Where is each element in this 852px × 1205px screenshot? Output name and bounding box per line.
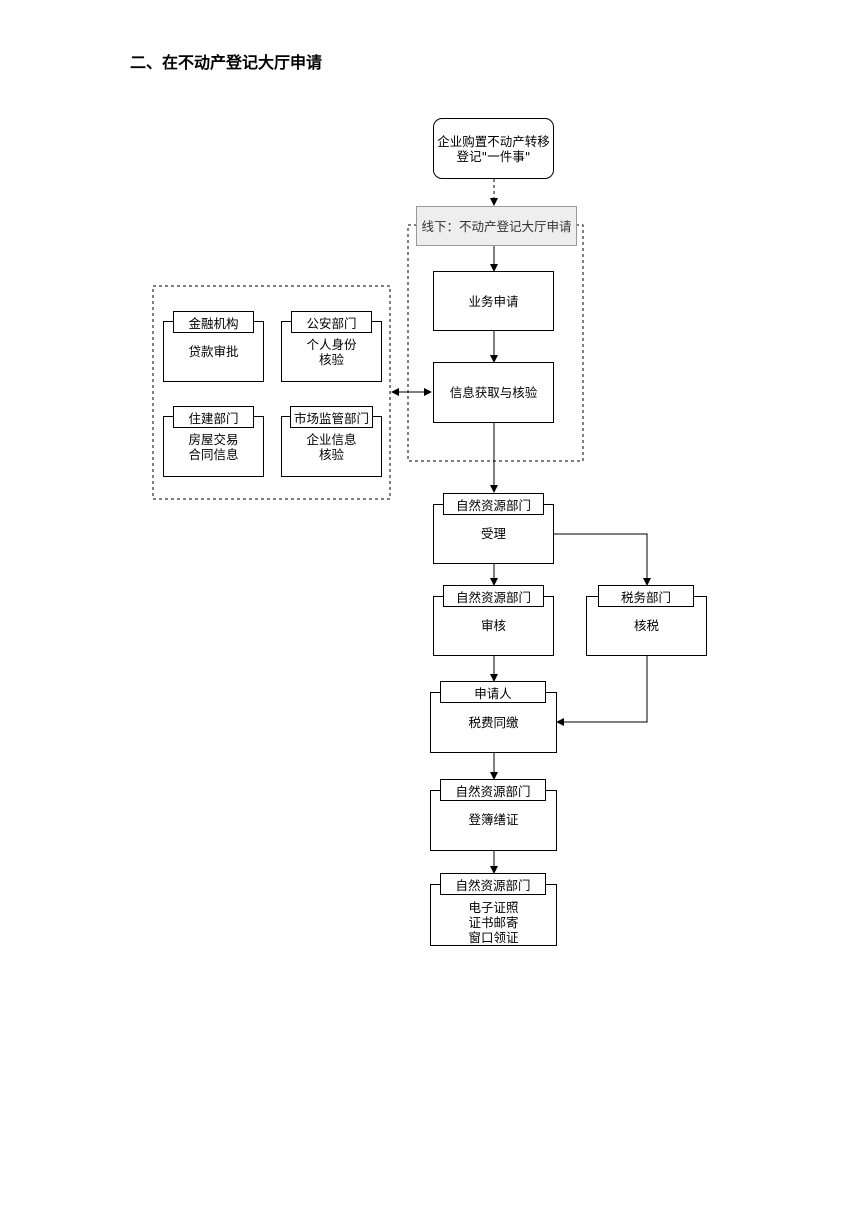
departments-group-border (152, 285, 391, 500)
dept-finance-text: 贷款审批 (188, 344, 239, 359)
register-node-text: 登簿缮证 (468, 812, 519, 827)
tax-node-tag: 税务部门 (598, 585, 694, 607)
issue-node-tag: 自然资源部门 (440, 873, 546, 895)
dept-police-text: 个人身份 核验 (306, 337, 357, 367)
page-heading: 二、在不动产登记大厅申请 (130, 53, 323, 72)
review-node-tag: 自然资源部门 (443, 585, 544, 607)
review-node-text: 审核 (480, 618, 506, 633)
issue-node-text: 电子证照 证书邮寄 窗口领证 (468, 900, 519, 945)
offline-hall-node: 线下：不动产登记大厅申请 (416, 206, 577, 246)
pay-node-text: 税费同缴 (468, 715, 519, 730)
info-verify-node: 信息获取与核验 (433, 362, 554, 423)
dept-housing-tag: 住建部门 (173, 406, 254, 428)
accept-node-tag: 自然资源部门 (443, 493, 544, 515)
accept-node-text: 受理 (480, 526, 506, 541)
dept-finance-tag: 金融机构 (173, 311, 254, 333)
register-node-tag: 自然资源部门 (440, 779, 546, 801)
start-node: 企业购置不动产转移 登记"一件事" (433, 118, 554, 179)
dept-market-text: 企业信息 核验 (306, 432, 357, 462)
arrow-tax-to-pay (556, 656, 648, 726)
arrow-accept-to-tax (553, 533, 651, 586)
business-apply-node: 业务申请 (433, 271, 554, 331)
dept-police-tag: 公安部门 (291, 311, 372, 333)
tax-node-text: 核税 (633, 618, 659, 633)
dept-housing-text: 房屋交易 合同信息 (188, 432, 239, 462)
pay-node-tag: 申请人 (440, 681, 546, 703)
dept-market-tag: 市场监管部门 (290, 406, 373, 428)
offline-group-border (407, 224, 584, 462)
